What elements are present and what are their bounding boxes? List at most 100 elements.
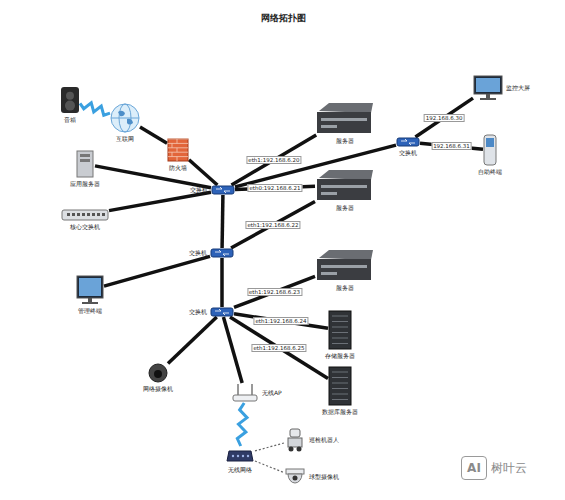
device-label: 球型摄像机: [309, 473, 339, 482]
device-icon: [149, 364, 167, 382]
diagram-title: 网络拓扑图: [261, 12, 306, 25]
device-node: 自助终端: [483, 134, 497, 166]
ip-label: eth0:192.168.6.21: [247, 184, 302, 192]
device-icon: [328, 310, 352, 350]
device-node: 交换机: [211, 185, 235, 195]
network-cable: [234, 276, 315, 307]
device-label: 核心交换机: [70, 223, 100, 232]
device-icon: [329, 367, 351, 405]
network-cable: [223, 317, 242, 383]
device-label: 无线网络: [228, 466, 252, 475]
device-icon: [212, 186, 234, 194]
device-label: 管理终端: [78, 307, 102, 316]
device-node: 网络摄像机: [148, 363, 168, 383]
device-label: 音箱: [64, 116, 76, 125]
device-icon: [317, 250, 373, 280]
device-label: 服务器: [336, 137, 354, 146]
ip-label: eth1:192.168.6.20: [246, 156, 301, 164]
device-node: 数据库服务器: [328, 366, 352, 406]
device-icon: [61, 87, 79, 113]
device-icon: [286, 469, 304, 483]
device-icon: [484, 135, 496, 165]
device-node: 应用服务器: [75, 150, 95, 178]
device-icon: [284, 467, 306, 487]
device-icon: [397, 138, 419, 146]
network-cable: [104, 256, 210, 286]
network-cable: [420, 143, 483, 149]
device-node: 核心交换机: [61, 209, 109, 221]
device-node: 音箱: [60, 86, 80, 114]
ip-label: eth1:192.168.6.22: [245, 221, 300, 229]
device-node: 巡检机器人: [284, 428, 306, 452]
device-icon: [75, 150, 95, 178]
device-node: 服务器: [315, 168, 375, 202]
device-label: 服务器: [336, 204, 354, 213]
device-icon: [317, 103, 373, 133]
device-node: 球型摄像机: [284, 467, 306, 487]
device-icon: [168, 139, 188, 161]
network-cable: [140, 127, 167, 143]
device-label: 服务器: [336, 284, 354, 293]
device-icon: [225, 446, 255, 464]
network-cable: [168, 317, 217, 363]
device-node: 无线网络: [225, 446, 255, 464]
device-icon: [210, 307, 234, 317]
device-icon: [167, 138, 189, 162]
device-icon: [227, 451, 253, 461]
device-icon: [288, 429, 302, 452]
network-cable: [95, 166, 211, 188]
device-node: 交换机: [210, 248, 234, 258]
device-icon: [211, 249, 233, 257]
device-label: 交换机: [189, 308, 207, 317]
network-cable: [189, 160, 217, 185]
device-label: 交换机: [189, 249, 207, 258]
device-icon: [315, 101, 375, 135]
device-icon: [396, 137, 420, 147]
device-node: 管理终端: [76, 275, 104, 305]
network-cable: [230, 317, 328, 378]
device-node: 互联网: [110, 103, 140, 133]
network-cable: [109, 192, 211, 210]
device-node: 交换机: [210, 307, 234, 317]
device-node: 监控大屏: [473, 75, 503, 101]
device-icon: [210, 248, 234, 258]
ip-label: eth1:192.168.6.25: [251, 344, 306, 352]
device-icon: [77, 151, 93, 177]
device-label: 交换机: [399, 149, 417, 158]
device-label: 自助终端: [478, 168, 502, 177]
device-icon: [211, 185, 235, 195]
device-icon: [76, 275, 104, 305]
device-icon: [110, 103, 140, 133]
device-label: 存储服务器: [325, 352, 355, 361]
device-icon: [315, 248, 375, 282]
device-label: 网络摄像机: [143, 385, 173, 394]
device-label: 交换机: [190, 186, 208, 195]
ip-label: 192.168.6.31: [431, 142, 472, 150]
device-label: 监控大屏: [506, 84, 530, 93]
ip-label: 192.168.6.30: [424, 114, 465, 122]
device-icon: [111, 104, 139, 132]
ip-label: eth1:192.168.6.24: [253, 317, 308, 325]
device-icon: [284, 428, 306, 452]
device-label: 数据库服务器: [322, 408, 358, 417]
ip-label: eth1:192.168.6.23: [247, 288, 302, 296]
device-node: 服务器: [315, 248, 375, 282]
device-icon: [211, 308, 233, 316]
device-icon: [315, 168, 375, 202]
device-label: 应用服务器: [70, 180, 100, 189]
network-cable: [234, 314, 328, 328]
device-label: 防火墙: [169, 164, 187, 173]
device-icon: [231, 383, 259, 403]
network-cable: [231, 202, 315, 248]
device-label: 无线AP: [262, 389, 282, 398]
device-icon: [61, 209, 109, 221]
device-icon: [474, 76, 502, 100]
device-icon: [473, 75, 503, 101]
network-cable: [220, 195, 224, 248]
device-label: 互联网: [116, 135, 134, 144]
device-label: 巡检机器人: [309, 436, 339, 445]
network-cable: [415, 98, 473, 137]
watermark: 树叶云: [491, 460, 527, 477]
device-icon: [233, 384, 257, 401]
